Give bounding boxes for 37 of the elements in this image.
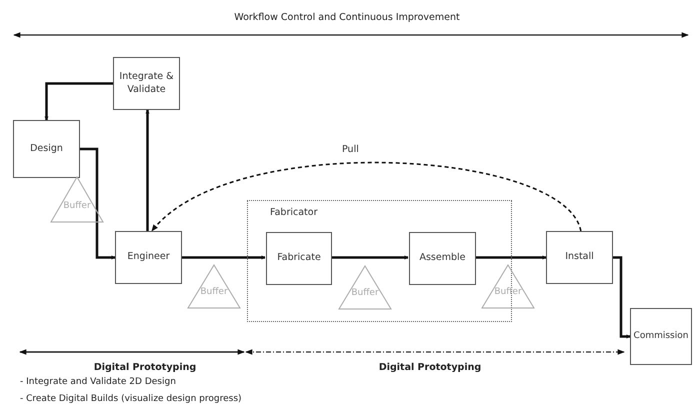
buffer-label: Buffer <box>494 287 522 297</box>
arrow <box>146 110 150 231</box>
process-box <box>546 231 613 284</box>
process-box <box>409 232 476 285</box>
process-label: Integrate & Validate <box>118 71 175 96</box>
process-box <box>266 232 332 285</box>
buffer-label: Buffer <box>351 288 379 298</box>
section-label: Digital Prototyping <box>378 362 482 373</box>
process-box <box>115 231 182 284</box>
buffer-triangle <box>338 265 392 310</box>
note-text: - Create Digital Builds (visualize design progress) <box>20 394 242 404</box>
process-label: Install <box>565 251 594 264</box>
arrow <box>182 256 266 260</box>
arrow <box>331 256 408 260</box>
process-label: Assemble <box>419 252 466 265</box>
group-title: Fabricator <box>270 207 318 218</box>
buffer-triangle <box>187 264 241 309</box>
process-label: Engineer <box>127 251 170 264</box>
arrow <box>44 82 113 120</box>
process-label: Fabricate <box>277 252 321 265</box>
buffer-triangle <box>481 264 535 309</box>
dashed-arrow <box>151 162 582 232</box>
buffer-label: Buffer <box>63 201 91 211</box>
process-label: Commission <box>634 330 688 342</box>
note-text: - Integrate and Validate 2D Design <box>20 377 176 387</box>
arrow <box>613 256 630 338</box>
buffer-triangle <box>50 176 104 223</box>
process-box <box>113 57 180 110</box>
arrow <box>80 148 116 260</box>
process-box <box>13 120 80 178</box>
buffer-label: Buffer <box>200 287 228 297</box>
process-box <box>630 308 692 365</box>
process-label: Design <box>30 142 63 156</box>
edge-label: Pull <box>340 144 361 155</box>
diagram-title: Workflow Control and Continuous Improvement <box>233 12 461 23</box>
arrow <box>475 256 546 260</box>
section-label: Digital Prototyping <box>94 362 196 373</box>
